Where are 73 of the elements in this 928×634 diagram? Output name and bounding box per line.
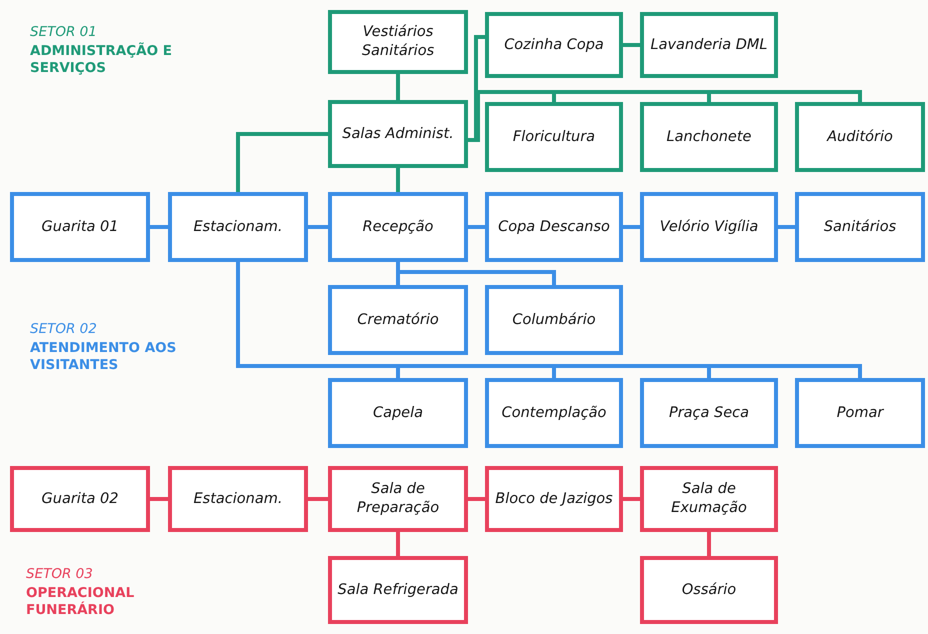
room-box (485, 192, 623, 262)
connector-line (623, 497, 640, 501)
room-name: Estacionam. (192, 218, 284, 236)
room-box (328, 556, 468, 624)
room-name: Bloco de Jazigos (494, 490, 614, 508)
room-name: Columbário (511, 310, 597, 330)
room-box (328, 378, 468, 448)
room-name: Crematório (356, 310, 440, 330)
connector-line (150, 497, 168, 501)
room-box (485, 102, 623, 172)
connector-line (707, 532, 711, 556)
room-name: Sala Refrigerada (336, 580, 460, 600)
room-box (328, 100, 468, 168)
room-box (640, 192, 778, 262)
room-name: Estacionam. (192, 490, 284, 508)
connector-line (468, 225, 485, 229)
connector-line (778, 225, 795, 229)
connector-line (468, 497, 485, 501)
room-box (10, 466, 150, 532)
room-name: Pomar (836, 404, 885, 422)
room-name: Ossário (680, 580, 738, 600)
room-box (485, 378, 623, 448)
room-name: Vestiários Sanitários (360, 23, 436, 61)
room-name: Salas Administ. (341, 124, 455, 144)
connector-line (623, 225, 640, 229)
room-box (328, 10, 468, 74)
room-name: Auditório (826, 128, 894, 146)
connector-line (236, 132, 328, 192)
room-name: Sala de Preparação (356, 480, 440, 518)
room-box (640, 102, 778, 172)
room-box (795, 192, 925, 262)
room-box (640, 556, 778, 624)
room-name: Recepção (362, 218, 434, 236)
room-box (168, 192, 308, 262)
room-box (485, 285, 623, 355)
room-box (328, 285, 468, 355)
sector-title: ADMINISTRAÇÃO E SERVIÇOS (30, 43, 173, 77)
room-box (640, 466, 778, 532)
room-name: Cozinha Copa (503, 36, 605, 54)
connector-line (623, 43, 640, 47)
sector-number: SETOR 01 (30, 24, 97, 41)
connector-line (396, 74, 400, 100)
room-name: Guarita 02 (40, 490, 120, 508)
room-box (640, 12, 778, 78)
room-name: Floricultura (512, 128, 596, 146)
room-box (795, 378, 925, 448)
connector-line (308, 225, 328, 229)
sector-number: SETOR 02 (30, 321, 97, 338)
room-name: Contemplação (500, 404, 608, 422)
room-name: Praça Seca (668, 404, 750, 422)
connector-line (308, 497, 328, 501)
room-name: Copa Descanso (497, 218, 611, 236)
room-name: Sala de Exumação (670, 480, 748, 518)
room-box (168, 466, 308, 532)
room-name: Lavanderia DML (650, 36, 768, 54)
room-box (10, 192, 150, 262)
room-box (328, 192, 468, 262)
sector-number: SETOR 03 (26, 566, 93, 583)
sector-title: ATENDIMENTO AOS VISITANTES (30, 340, 178, 374)
room-name: Capela (372, 404, 424, 422)
room-box (795, 102, 925, 172)
room-name: Lanchonete (666, 128, 752, 146)
room-name: Velório Vigília (658, 218, 760, 236)
room-box (640, 378, 778, 448)
room-name: Guarita 01 (40, 218, 120, 236)
sector-title: OPERACIONAL FUNERÁRIO (26, 585, 136, 619)
connector-line (150, 225, 168, 229)
room-box (485, 466, 623, 532)
room-box (485, 12, 623, 78)
connector-line (396, 168, 400, 192)
room-name: Sanitários (822, 218, 898, 236)
connector-line (396, 532, 400, 556)
room-box (328, 466, 468, 532)
